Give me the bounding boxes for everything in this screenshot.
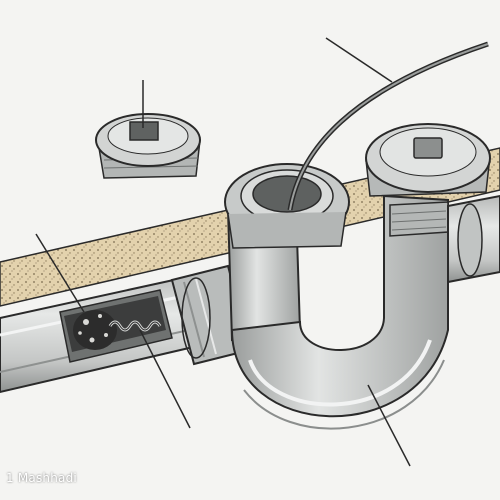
cleanout-plug (95, 113, 201, 179)
leader-lines (35, 37, 411, 467)
drain-inlet (224, 163, 350, 249)
leader-auger (139, 329, 191, 429)
watermark-text: 1 Mashhadi (6, 471, 77, 485)
clog (73, 310, 117, 350)
leader-pipe (35, 233, 85, 313)
leader-cable (325, 37, 393, 83)
right-outlet-pipe (447, 194, 500, 284)
leader-trap (367, 384, 411, 467)
snake-auger (108, 320, 162, 332)
snake-cable (287, 41, 489, 211)
right-cap (365, 123, 491, 197)
